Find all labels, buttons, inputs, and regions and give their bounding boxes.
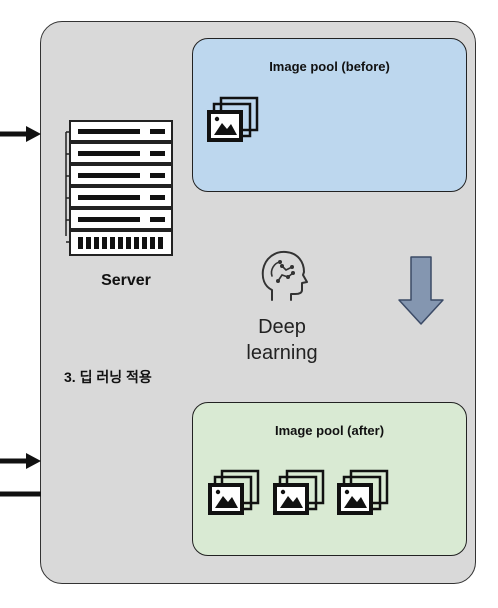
- image-stack-icon: [207, 96, 259, 142]
- incoming-arrow-bottom-icon: [0, 453, 41, 469]
- image-pool-before-title: Image pool (before): [269, 59, 390, 74]
- server-label: Server: [101, 272, 151, 289]
- image-stack-icon: [208, 469, 260, 515]
- brain-head-icon: [261, 250, 308, 301]
- server-rack-icon: [65, 120, 173, 256]
- incoming-arrow-top-icon: [0, 126, 41, 142]
- image-pool-before: Image pool (before): [192, 38, 467, 192]
- image-stack-icon: [337, 469, 389, 515]
- deep-learning-line1: Deep: [258, 316, 306, 338]
- image-pool-after: Image pool (after): [192, 402, 467, 556]
- image-pool-after-title: Image pool (after): [274, 423, 385, 438]
- step-label: 3. 딥 러닝 적용: [64, 369, 152, 385]
- deep-learning-label: Deep learning: [232, 314, 332, 366]
- outgoing-line: [0, 491, 41, 497]
- down-arrow-icon: [398, 256, 444, 325]
- image-stack-icon: [273, 469, 325, 515]
- deep-learning-line2: learning: [246, 342, 318, 364]
